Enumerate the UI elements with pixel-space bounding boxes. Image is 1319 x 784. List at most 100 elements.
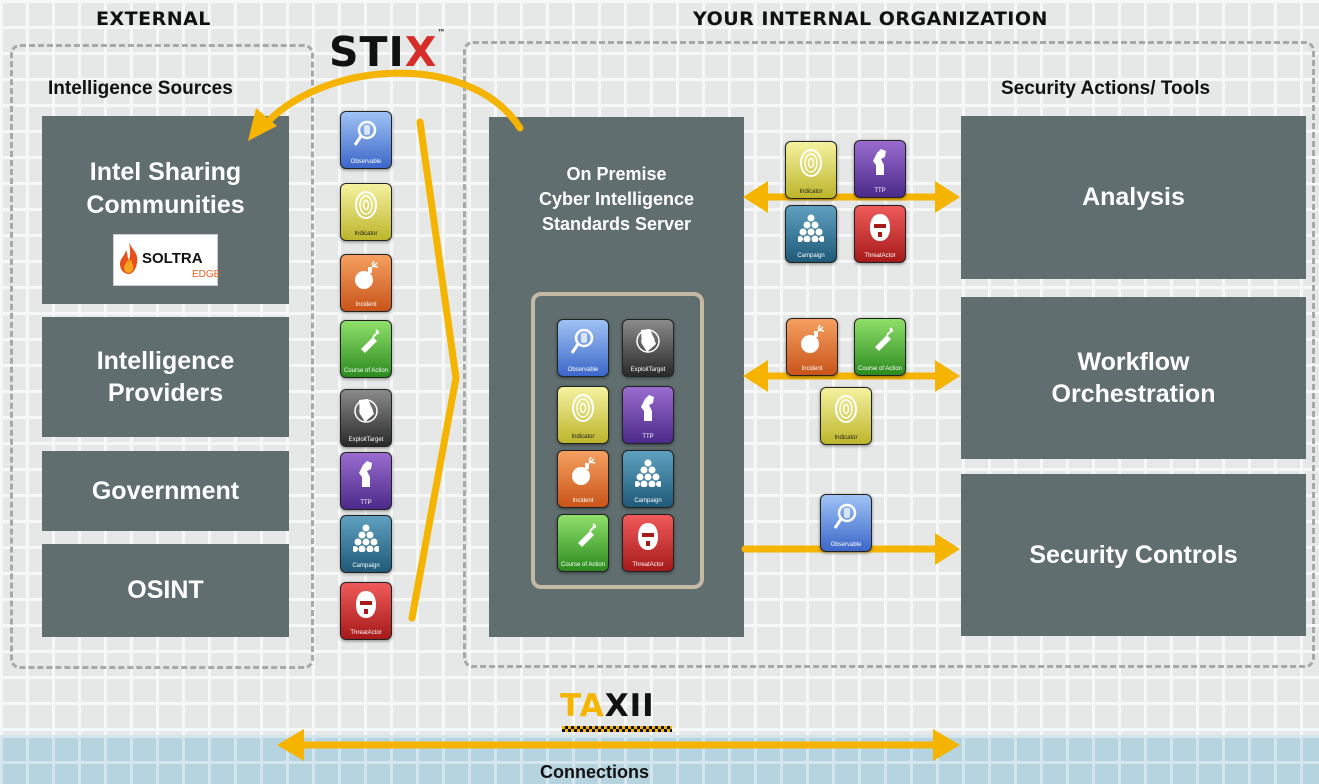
ttp-label: TTP (642, 434, 654, 440)
incident-label: Incident (572, 498, 594, 504)
observable-symbol (833, 503, 857, 529)
soltra-sub: EDGE (192, 269, 221, 280)
server-title: On Premise Cyber Intelligence Standards … (538, 164, 695, 235)
observable-label: Observable (350, 159, 382, 165)
incident-label: Incident (801, 366, 823, 372)
indicator-symbol (800, 149, 822, 177)
source-intel-sharing-label: Intel Sharing Communities (86, 158, 245, 219)
observable-icon: Observable (557, 319, 609, 377)
indicator-icon: Indicator (785, 141, 837, 199)
ttp-icon: TTP (622, 386, 674, 444)
source-government-label: Government (91, 476, 240, 505)
threat-icon: ThreatActor (340, 582, 392, 640)
indicator-icon: Indicator (820, 387, 872, 445)
indicator-symbol (355, 191, 377, 219)
taxii-checker-stripe (562, 726, 672, 732)
observable-icon: Observable (340, 111, 392, 169)
observable-label: Observable (567, 367, 599, 373)
stix-logo: STIX™ (329, 28, 447, 76)
coa-icon: Course of Action (340, 320, 392, 378)
tool-security-controls-label: Security Controls (1029, 540, 1238, 569)
incident-icon: Incident (786, 318, 838, 376)
indicator-label: Indicator (571, 434, 595, 440)
external-zone (10, 44, 314, 669)
source-osint[interactable]: OSINT (42, 544, 289, 637)
campaign-symbol (353, 524, 379, 552)
indicator-icon: Indicator (557, 386, 609, 444)
indicator-label: Indicator (799, 189, 823, 195)
campaign-icon: Campaign (622, 450, 674, 508)
tool-workflow-label: Workflow Orchestration (1051, 347, 1216, 409)
threat-label: ThreatActor (350, 630, 382, 636)
ttp-symbol (873, 149, 886, 175)
indicator-symbol (835, 395, 857, 423)
intelligence-sources-heading: Intelligence Sources (48, 78, 233, 99)
exploit-icon: ExploitTarget (340, 389, 392, 447)
stix-bracket-line (408, 118, 460, 622)
ttp-label: TTP (360, 500, 372, 506)
taxii-logo: TAXII (560, 688, 672, 732)
indicator-label: Indicator (834, 435, 858, 441)
incident-label: Incident (355, 302, 377, 308)
campaign-label: Campaign (797, 253, 825, 259)
tool-security-controls[interactable]: Security Controls (961, 474, 1306, 636)
coa-symbol (870, 327, 893, 352)
source-government[interactable]: Government (42, 451, 289, 531)
soltra-edge-logo: SOLTRA EDGE (113, 234, 221, 286)
tool-analysis-label: Analysis (1082, 183, 1185, 212)
server-object-store (531, 292, 704, 589)
coa-icon: Course of Action (854, 318, 906, 376)
ttp-label: TTP (874, 188, 886, 194)
incident-symbol (801, 325, 825, 353)
campaign-icon: Campaign (340, 515, 392, 573)
exploit-label: ExploitTarget (630, 367, 666, 373)
tool-analysis[interactable]: Analysis (961, 116, 1306, 279)
observable-label: Observable (830, 542, 862, 548)
ttp-icon: TTP (340, 452, 392, 510)
campaign-symbol (635, 459, 661, 487)
incident-symbol (572, 457, 596, 485)
threat-icon: ThreatActor (854, 205, 906, 263)
bottom-band (0, 735, 1319, 784)
internal-zone (463, 41, 1315, 668)
coa-symbol (573, 523, 596, 548)
exploit-icon: ExploitTarget (622, 319, 674, 377)
threat-symbol (638, 523, 658, 550)
incident-icon: Incident (557, 450, 609, 508)
coa-label: Course of Action (560, 562, 606, 568)
tool-workflow-orchestration[interactable]: Workflow Orchestration (961, 297, 1306, 459)
campaign-icon: Campaign (785, 205, 837, 263)
incident-symbol (355, 261, 379, 289)
exploit-symbol (354, 399, 378, 423)
internal-title: YOUR INTERNAL ORGANIZATION (693, 8, 1048, 30)
coa-symbol (356, 329, 379, 354)
exploit-symbol (636, 329, 660, 353)
campaign-label: Campaign (634, 498, 662, 504)
flame-icon (120, 242, 138, 274)
observable-symbol (570, 328, 594, 354)
coa-label: Course of Action (343, 368, 389, 374)
exploit-label: ExploitTarget (348, 437, 384, 443)
indicator-icon: Indicator (340, 183, 392, 241)
ttp-symbol (359, 461, 372, 487)
threat-label: ThreatActor (632, 562, 664, 568)
campaign-label: Campaign (352, 563, 380, 569)
coa-icon: Course of Action (557, 514, 609, 572)
connections-label: Connections (540, 762, 650, 782)
source-intelligence-providers[interactable]: Intelligence Providers (42, 317, 289, 437)
coa-label: Course of Action (857, 366, 903, 372)
threat-symbol (870, 214, 890, 241)
indicator-symbol (572, 394, 594, 422)
source-osint-label: OSINT (127, 576, 204, 605)
incident-icon: Incident (340, 254, 392, 312)
source-intelligence-providers-label: Intelligence Providers (96, 346, 235, 408)
external-title: EXTERNAL (96, 8, 211, 30)
observable-symbol (353, 120, 377, 146)
observable-icon: Observable (820, 494, 872, 552)
security-actions-heading: Security Actions/ Tools (1001, 78, 1211, 99)
threat-icon: ThreatActor (622, 514, 674, 572)
campaign-symbol (798, 214, 824, 242)
threat-label: ThreatActor (864, 253, 896, 259)
indicator-label: Indicator (354, 231, 378, 237)
soltra-name: SOLTRA (142, 250, 203, 267)
